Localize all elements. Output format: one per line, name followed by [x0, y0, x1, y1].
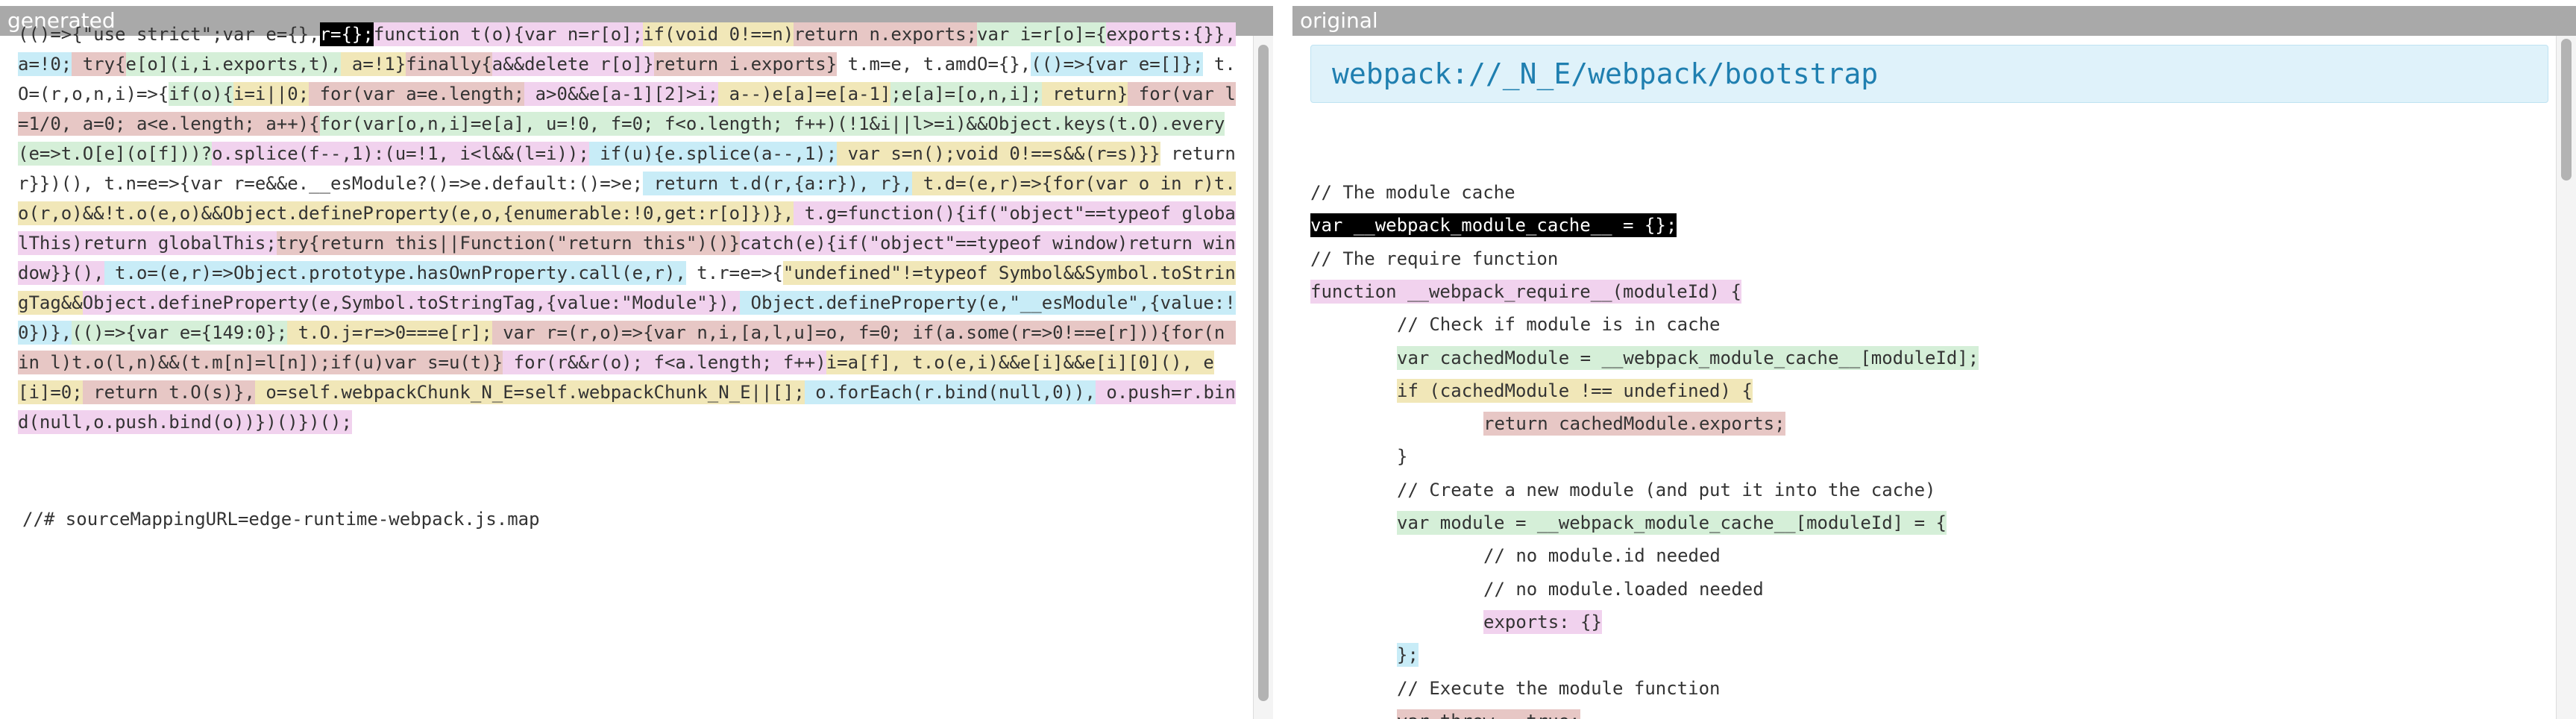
original-line-text[interactable]: // Create a new module (and put it into …	[1397, 480, 1936, 500]
original-line: var threw = true;	[1310, 709, 1580, 719]
original-line: var cachedModule = __webpack_module_cach…	[1310, 345, 1979, 371]
original-line-text[interactable]: function __webpack_require__(moduleId) {	[1310, 280, 1741, 304]
original-tab: original	[1292, 6, 2576, 36]
generated-segment[interactable]: function t(o){var n=r[o];	[373, 22, 644, 46]
generated-segment[interactable]: a--)e[a]=e[a-1]	[718, 82, 891, 106]
generated-segment[interactable]: return t.O(s)},	[82, 380, 255, 404]
original-panel: original webpack://_N_E/webpack/bootstra…	[1292, 6, 2576, 719]
file-header: webpack://_N_E/webpack/bootstrap	[1310, 45, 2548, 103]
generated-segment[interactable]: a>0&&e[a-1][2]>i;	[524, 82, 719, 106]
original-line: // Execute the module function	[1310, 676, 1720, 701]
generated-segment[interactable]: e[o](i,i.exports,t),	[125, 52, 342, 76]
generated-segment[interactable]: (()=>{var e={149:0};	[72, 321, 288, 345]
original-line: };	[1310, 642, 1419, 668]
generated-segment[interactable]: (()=>{"use strict";var e={},	[18, 24, 320, 45]
generated-segment[interactable]: (()=>{var e=[]};	[1031, 52, 1204, 76]
generated-segment[interactable]: ;e[a]=[o,n,i];	[890, 82, 1042, 106]
generated-segment[interactable]: return n.exports;	[794, 22, 977, 46]
generated-segment[interactable]: a=!1}	[341, 52, 406, 76]
source-map-comment: //# sourceMappingURL=edge-runtime-webpac…	[22, 509, 540, 530]
generated-scrollbar[interactable]	[1253, 36, 1273, 719]
generated-segment[interactable]: try{return this||Function("return this")…	[276, 231, 741, 255]
generated-segment[interactable]: var i=r[o]={	[977, 22, 1107, 46]
original-line-text[interactable]: // no module.loaded needed	[1483, 579, 1764, 600]
generated-segment[interactable]: r={};	[319, 22, 374, 46]
original-line-text[interactable]: // The require function	[1310, 248, 1559, 269]
original-line: if (cachedModule !== undefined) {	[1310, 378, 1753, 404]
original-line-text[interactable]: // Check if module is in cache	[1397, 314, 1721, 335]
file-title: webpack://_N_E/webpack/bootstrap	[1332, 57, 1879, 90]
generated-segment[interactable]: for(var a=e.length;	[309, 82, 525, 106]
original-line: // The require function	[1310, 246, 1558, 271]
original-scroll-thumb[interactable]	[2561, 39, 2572, 180]
generated-scroll-thumb[interactable]	[1258, 45, 1269, 701]
generated-segment[interactable]: if(u){e.splice(a--,1);	[588, 142, 838, 166]
generated-segment[interactable]: return r}})(), t.n=e=>{var r=e&&e.__esMo…	[18, 143, 1247, 194]
original-line-text[interactable]: exports: {}	[1483, 610, 1602, 634]
generated-segment[interactable]: a=!0;	[18, 52, 72, 76]
original-line: function __webpack_require__(moduleId) {	[1310, 279, 1741, 304]
generated-segment[interactable]: o.forEach(r.bind(null,0)),	[804, 380, 1096, 404]
original-line: // no module.loaded needed	[1310, 577, 1764, 602]
generated-segment[interactable]: if(void 0!==n)	[643, 22, 794, 46]
original-line: exports: {}	[1310, 609, 1602, 635]
generated-segment[interactable]: i=i||0;	[233, 82, 310, 106]
generated-segment[interactable]: exports:{}},	[1106, 22, 1236, 46]
generated-segment[interactable]: o.splice(f--,1):(u=!1, i<l&&(l=i));	[212, 142, 589, 166]
original-line: // Check if module is in cache	[1310, 312, 1720, 337]
generated-segment[interactable]: t.O.j=r=>0===e[r];	[287, 321, 492, 345]
original-line-text[interactable]: // The module cache	[1310, 182, 1515, 203]
generated-segment[interactable]: t.m=e, t.amdO={},	[837, 54, 1031, 75]
original-line-text[interactable]: // Execute the module function	[1397, 678, 1721, 699]
generated-segment[interactable]: a&&delete r[o]}	[491, 52, 654, 76]
generated-segment[interactable]: return i.exports}	[653, 52, 838, 76]
generated-segment[interactable]: return t.d(r,{a:r}), r},	[643, 172, 913, 195]
original-line-text[interactable]: }	[1397, 446, 1408, 467]
original-line: }	[1310, 444, 1407, 469]
generated-segment[interactable]: for(r&&r(o); f<a.length; f++)	[503, 351, 826, 374]
generated-panel: generated (()=>{"use strict";var e={},r=…	[0, 6, 1273, 719]
generated-segment[interactable]: t.O=(r,o,n,i)=>{	[18, 54, 1236, 104]
original-line-text[interactable]: var __webpack_module_cache__ = {};	[1310, 213, 1677, 237]
original-line: // Create a new module (and put it into …	[1310, 477, 1935, 503]
original-line: var __webpack_module_cache__ = {};	[1310, 213, 1677, 238]
original-line-text[interactable]: if (cachedModule !== undefined) {	[1397, 379, 1753, 403]
original-line: // The module cache	[1310, 180, 1515, 205]
generated-segment[interactable]: var s=n();void 0!==s&&(r=s)}}	[837, 142, 1160, 166]
generated-segment[interactable]: try{	[72, 52, 126, 76]
original-line-text[interactable]: return cachedModule.exports;	[1483, 412, 1785, 436]
original-line-text[interactable]: var cachedModule = __webpack_module_cach…	[1397, 346, 1979, 370]
generated-segment[interactable]: t.o=(e,r)=>Object.prototype.hasOwnProper…	[104, 261, 686, 285]
generated-segment[interactable]: t.r=e=>{	[685, 263, 783, 283]
original-line-text[interactable]: };	[1397, 643, 1419, 667]
generated-code: (()=>{"use strict";var e={},r={};functio…	[18, 19, 1246, 437]
original-line-text[interactable]: var module = __webpack_module_cache__[mo…	[1397, 511, 1947, 535]
generated-segment[interactable]: Object.defineProperty(e,Symbol.toStringT…	[82, 291, 741, 315]
generated-segment[interactable]: return}	[1041, 82, 1128, 106]
generated-segment[interactable]: if(o){	[169, 82, 233, 106]
original-line: return cachedModule.exports;	[1310, 411, 1785, 436]
generated-segment[interactable]: o=self.webpackChunk_N_E=self.webpackChun…	[254, 380, 805, 404]
original-scrollbar[interactable]	[2556, 36, 2576, 719]
original-line-text[interactable]: // no module.id needed	[1483, 545, 1721, 566]
generated-segment[interactable]: finally{	[406, 52, 492, 76]
original-line: // no module.id needed	[1310, 543, 1721, 568]
original-line: var module = __webpack_module_cache__[mo…	[1310, 510, 1947, 536]
original-line-text[interactable]: var threw = true;	[1397, 709, 1580, 719]
